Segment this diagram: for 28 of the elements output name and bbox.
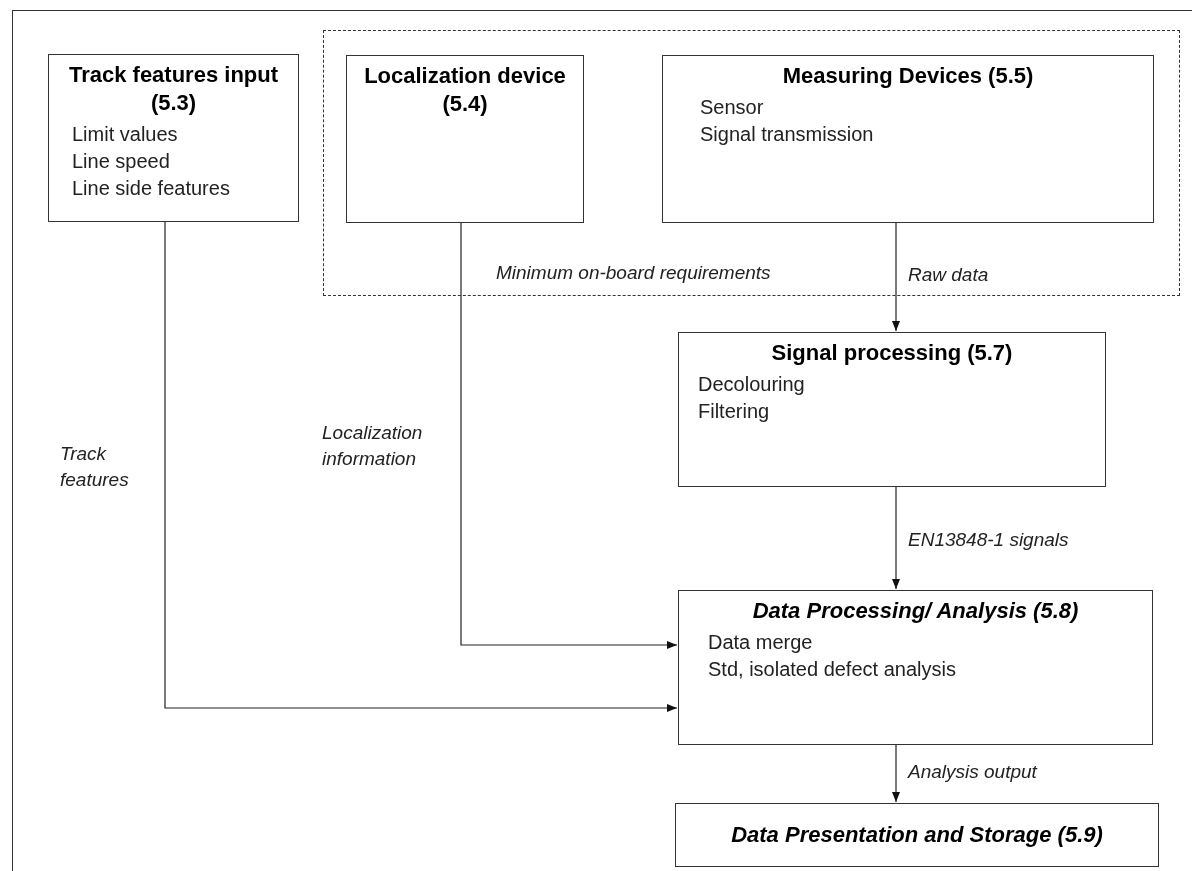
process-box bbox=[346, 55, 584, 223]
box-item: Line speed bbox=[72, 149, 171, 174]
process-box bbox=[662, 55, 1154, 223]
process-box bbox=[48, 54, 299, 222]
box-heading: Measuring Devices (5.5) bbox=[781, 62, 1035, 90]
box-item: Limit values bbox=[72, 122, 179, 147]
arrow bbox=[164, 221, 678, 712]
box-item: Signal transmission bbox=[700, 122, 875, 147]
process-box bbox=[678, 590, 1153, 745]
process-box bbox=[675, 803, 1159, 867]
process-box bbox=[678, 332, 1106, 487]
arrow bbox=[892, 486, 900, 590]
box-heading: Data Presentation and Storage (5.9) bbox=[730, 821, 1104, 849]
box-heading: Signal processing (5.7) bbox=[770, 339, 1014, 367]
box-heading: Data Processing/ Analysis (5.8) bbox=[751, 597, 1080, 625]
arrow bbox=[892, 744, 900, 803]
box-item: Line side features bbox=[72, 176, 231, 201]
group-label: Minimum on-board requirements bbox=[496, 260, 771, 285]
box-item: Filtering bbox=[698, 399, 771, 424]
box-item: Std, isolated defect analysis bbox=[708, 657, 957, 682]
box-item: Decolouring bbox=[698, 372, 806, 397]
box-heading: Localization device (5.4) bbox=[363, 62, 567, 118]
box-item: Data merge bbox=[708, 630, 814, 655]
box-item: Sensor bbox=[700, 95, 765, 120]
arrow bbox=[892, 221, 900, 332]
dashed-group-frame bbox=[323, 30, 1180, 296]
box-heading: Track features input (5.3) bbox=[67, 61, 280, 117]
arrow bbox=[460, 221, 678, 649]
